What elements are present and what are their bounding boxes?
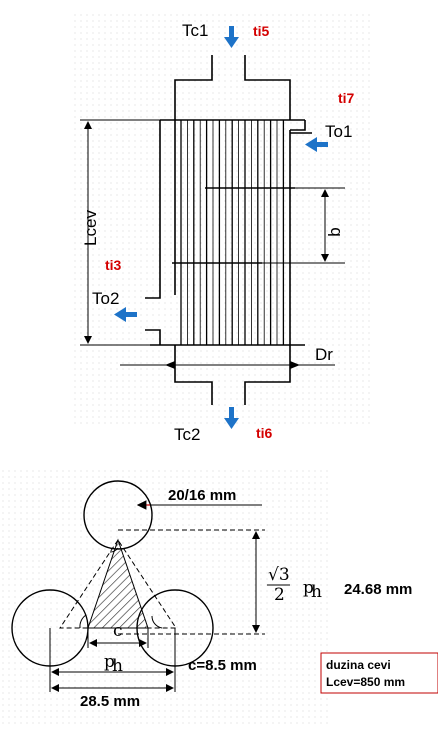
pitch-triangle: [59, 538, 177, 629]
flow-arrow-to1: [305, 137, 328, 152]
baffle-spacing-dimension: [262, 187, 345, 264]
label-tc1: Tc1: [182, 21, 208, 40]
tube-top: [83, 480, 153, 550]
label-h-sub: h: [112, 656, 123, 676]
tube-length-dimension: [80, 119, 175, 346]
label-tc2: Tc2: [174, 425, 200, 444]
flow-arrow-tc1: [224, 26, 239, 48]
label-ph-height: p: [303, 578, 314, 598]
flow-arrow-tc2: [224, 407, 239, 429]
flow-arrow-to2: [114, 307, 137, 322]
tube-bundle: [180, 120, 285, 345]
exchanger-body: [145, 55, 312, 405]
label-to2: To2: [92, 289, 119, 308]
background-bottom: [0, 470, 330, 725]
label-diameter: 20/16 mm: [168, 487, 236, 504]
label-lcev: Lcev: [81, 210, 100, 246]
label-c-value: c=8.5 mm: [188, 657, 257, 674]
label-two: 2: [274, 585, 285, 605]
label-b: b: [325, 227, 344, 236]
note-line2: Lcev=850 mm: [326, 675, 405, 689]
label-pitch-value: 28.5 mm: [80, 693, 140, 710]
label-ti3: ti3: [105, 257, 122, 273]
label-dr: Dr: [315, 345, 333, 364]
label-ti5: ti5: [253, 23, 270, 39]
shell-diameter-dimension: [120, 361, 335, 369]
label-to1: To1: [325, 122, 352, 141]
label-sqrt3: √3: [268, 565, 290, 585]
label-ph: p: [104, 652, 115, 672]
label-ti7: ti7: [338, 90, 355, 106]
label-h-sub-height: h: [311, 582, 322, 602]
note-line1: duzina cevi: [326, 658, 391, 672]
label-height-value: 24.68 mm: [344, 581, 412, 598]
note-box: [320, 652, 438, 694]
label-ti6: ti6: [256, 425, 273, 441]
label-c: c: [113, 621, 123, 641]
